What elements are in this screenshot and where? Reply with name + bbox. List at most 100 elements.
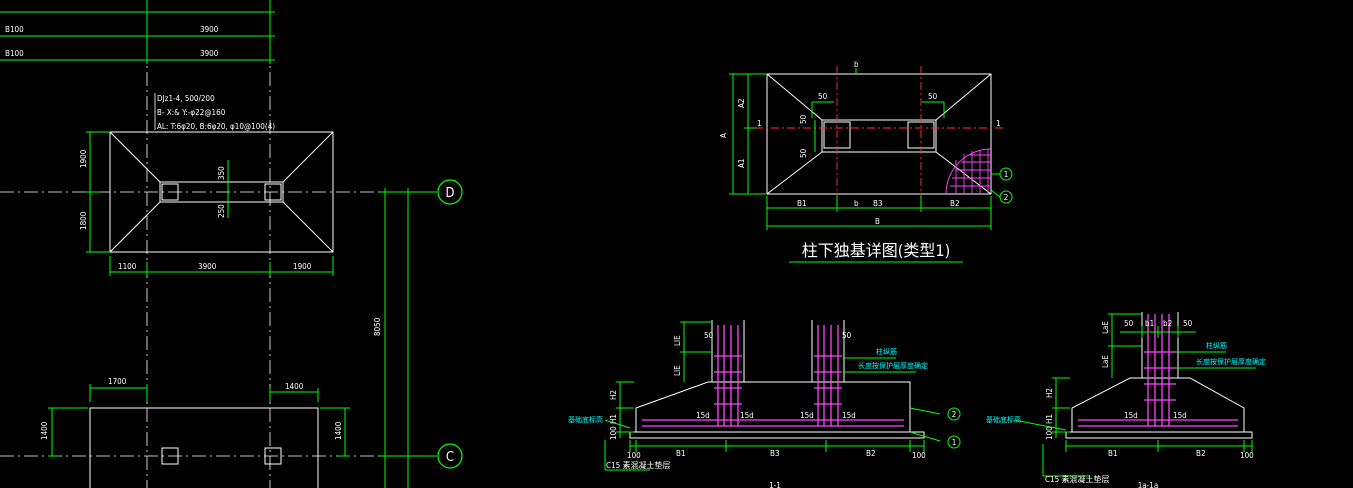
s11-label-15d-a: 15d: [696, 411, 710, 420]
section-1a-rebar: [1078, 314, 1238, 427]
footing-2: [89, 407, 319, 488]
s1a-label-15d-a: 15d: [1124, 411, 1138, 420]
detail-label-b1: B1: [797, 199, 807, 208]
s1a-leader-2: 长度按保护层厚度确定: [1196, 357, 1266, 366]
detail-label-a: A: [719, 133, 728, 138]
s11-label-lie: LIE: [673, 335, 682, 346]
footing-2-dims: [48, 384, 350, 457]
grid-label-c: C: [446, 450, 454, 465]
axis-lines: [0, 0, 430, 488]
b100-label-a: B100: [5, 25, 24, 34]
s11-label-b2: B2: [866, 449, 876, 458]
note-line-2: B- X:& Y:-φ22@160: [157, 108, 226, 117]
rebar-callout-2[interactable]: 2: [999, 190, 1013, 204]
s1a-label-100v: 100: [1045, 426, 1054, 440]
dim-350: 350: [217, 166, 226, 180]
plan-view: B100 B100 3900 3900 DJz1-4, 500/200 B- X…: [0, 0, 463, 488]
grid-bubble-d[interactable]: D: [437, 179, 463, 205]
s1a-title: 1a-1a: [1138, 481, 1159, 488]
grid-label-d: D: [445, 186, 454, 201]
detail-label-mid: b: [854, 199, 859, 208]
dim-1100: 1100: [118, 262, 137, 271]
s1a-label-15d-b: 15d: [1173, 411, 1187, 420]
s11-callout-1[interactable]: 1: [947, 435, 961, 449]
section-1a-concrete: [1065, 312, 1253, 439]
span-3900-top-a: 3900: [200, 25, 219, 34]
dim-8050-line: [380, 188, 437, 488]
detail-label-b2: B2: [950, 199, 960, 208]
s1a-label-h1: H1: [1045, 414, 1054, 424]
s1a-label-lae-2: LaE: [1101, 355, 1110, 368]
detail-label-b: B: [875, 217, 880, 226]
detail-label-50-a: 50: [818, 92, 828, 101]
rebar-callout-1[interactable]: 1: [999, 167, 1013, 181]
s11-label-15d-d: 15d: [842, 411, 856, 420]
section-1-1-dims: [604, 321, 941, 471]
detail-title: 柱下独基详图(类型1): [802, 241, 950, 260]
callout-1-text: 1: [1004, 170, 1009, 179]
s11-bottom-note: C15 素混凝土垫层: [606, 460, 670, 470]
dim-3900: 3900: [198, 262, 217, 271]
s1a-label-50: 50: [1124, 319, 1134, 328]
dim-1900-vertical: 1900: [79, 149, 88, 168]
top-dimensions: [0, 0, 275, 64]
detail-label-b3: B3: [873, 199, 883, 208]
detail-dims: [729, 68, 1001, 263]
span-3900-top-b: 3900: [200, 49, 219, 58]
section-1-1-rebar: [642, 325, 904, 427]
s11-leader-left: 基础底标高: [568, 415, 603, 424]
s11-label-15d-c: 15d: [800, 411, 814, 420]
s11-label-100v: 100: [609, 426, 618, 440]
s11-label-100-left: 100: [627, 451, 641, 460]
s11-label-50b: 50: [842, 331, 852, 340]
detail-axis: [755, 66, 1003, 202]
s1a-label-h2: H2: [1045, 388, 1054, 398]
grid-bubble-c[interactable]: C: [437, 443, 463, 469]
s11-label-h2: H2: [609, 390, 618, 400]
b100-label-b: B100: [5, 49, 24, 58]
foundation-note: DJz1-4, 500/200 B- X:& Y:-φ22@160 AL: T:…: [154, 93, 275, 131]
detail-label-50-b: 50: [928, 92, 938, 101]
s11-leader-1: 柱纵筋: [876, 347, 897, 356]
note-line-1: DJz1-4, 500/200: [157, 94, 215, 103]
detail-plan-view: A A2 A1 B1 B3 B2 B 50 50 50 50 1 1 b b 1…: [719, 60, 1013, 263]
s11-label-b1: B1: [676, 449, 686, 458]
s1a-label-100-right: 100: [1240, 451, 1254, 460]
dim-1400-right: 1400: [334, 421, 343, 440]
dim-1400-left: 1400: [40, 421, 49, 440]
s1a-bottom-note: C15 素混凝土垫层: [1045, 474, 1109, 484]
s11-leader-2: 长度按保护层厚度确定: [858, 361, 928, 370]
detail-label-50-d: 50: [799, 148, 808, 158]
footing-1: [109, 131, 334, 253]
detail-label-a1: A1: [737, 159, 746, 169]
s11-title: 1-1: [769, 481, 781, 488]
s11-label-100-right: 100: [912, 451, 926, 460]
section-1a-1a: 50 b1 b2 50 LaE LaE H2 H1 100 15d 15d B1…: [986, 312, 1266, 488]
s1a-label-lae: LaE: [1101, 321, 1110, 334]
section-1a-dims: [1013, 313, 1256, 477]
s1a-label-b2: b2: [1163, 319, 1172, 328]
s11-label-15d-b: 15d: [740, 411, 754, 420]
s1a-label-50b: 50: [1183, 319, 1193, 328]
s1a-leader-left: 基础底标高: [986, 415, 1021, 424]
s11-callout-2-text: 2: [952, 410, 957, 419]
s11-label-h1: H1: [609, 414, 618, 424]
s1a-label-b2-bottom: B2: [1196, 449, 1206, 458]
dim-250: 250: [217, 204, 226, 218]
note-line-3: AL: T:6φ20, B:6φ20, φ10@100(4): [157, 122, 275, 131]
s11-callout-2[interactable]: 2: [947, 407, 961, 421]
s11-callout-1-text: 1: [952, 438, 957, 447]
dim-1700: 1700: [108, 377, 127, 386]
rebar-mesh-quarter: [945, 148, 992, 195]
dim-8050: 8050: [373, 317, 382, 336]
callout-2-text: 2: [1004, 193, 1009, 202]
detail-label-50-c: 50: [799, 114, 808, 124]
dim-1900-horizontal: 1900: [293, 262, 312, 271]
s11-label-lie-2: LIE: [673, 365, 682, 376]
s1a-leader-1: 柱纵筋: [1206, 341, 1227, 350]
section-mark-left: 1: [757, 119, 762, 128]
s1a-label-b1-bottom: B1: [1108, 449, 1118, 458]
detail-label-top: b: [854, 60, 859, 69]
